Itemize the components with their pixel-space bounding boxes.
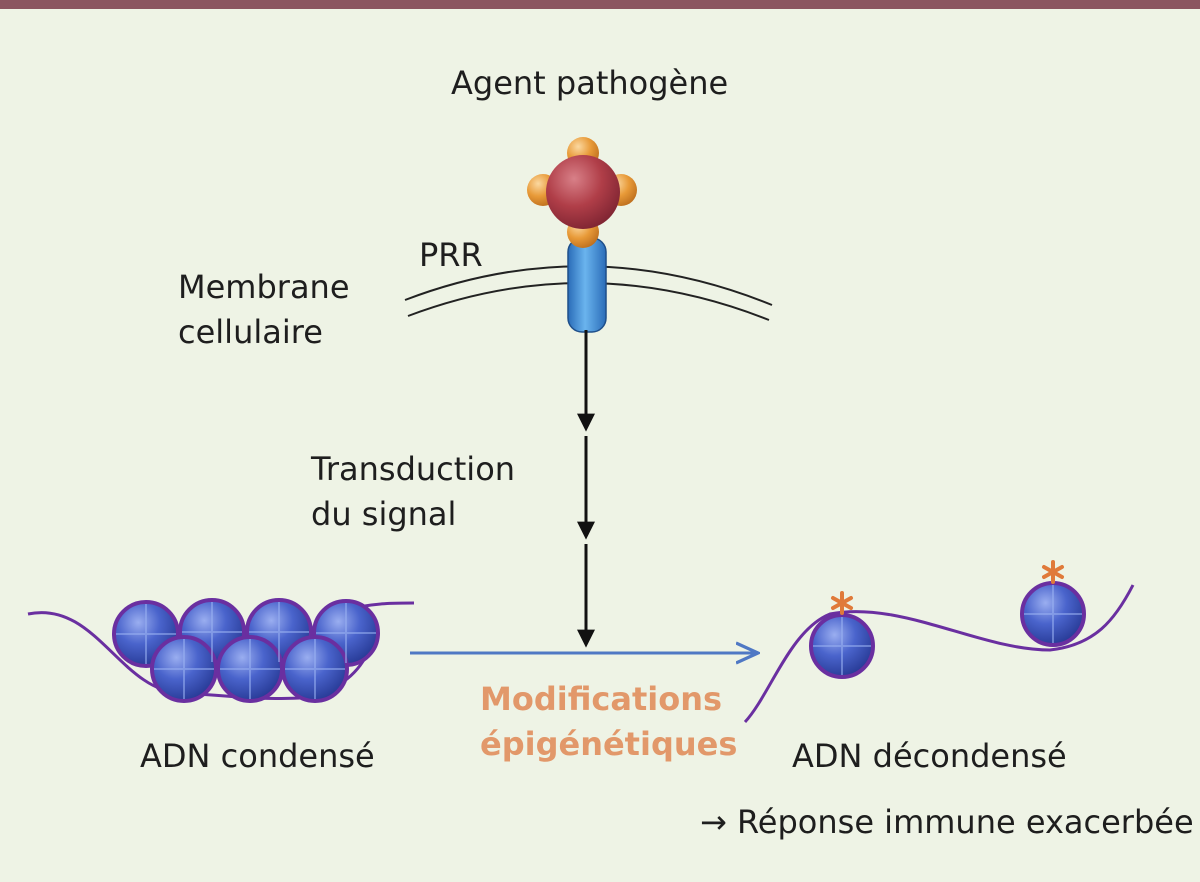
top-accent-bar [0, 0, 1200, 9]
modifications-label-line1: Modifications [480, 680, 723, 718]
modifications-label-line2: épigénétiques [480, 725, 738, 764]
transduction-label: Transduction du signal [311, 447, 515, 538]
condensed-dna-label: ADN condensé [140, 737, 375, 775]
decondensed-dna [743, 560, 1135, 724]
prr-label: PRR [419, 236, 483, 274]
membrane-label-line1: Membrane [178, 268, 350, 306]
condensed-dna [27, 598, 415, 703]
pathogen-sphere-icon [527, 137, 637, 248]
transduction-label-line2: du signal [311, 495, 457, 534]
immune-response-label: → Réponse immune exacerbée [700, 800, 1194, 845]
immune-response-text: Réponse immune exacerbée [736, 803, 1194, 841]
modifications-label: Modifications épigénétiques [480, 677, 737, 768]
membrane-label: Membrane cellulaire [178, 265, 350, 356]
decondensed-dna-label: ADN décondensé [792, 737, 1067, 775]
epigenetic-mark-icon [831, 591, 853, 615]
prr-receptor-icon [567, 237, 607, 333]
arrow-right-icon: → [700, 803, 727, 841]
transduction-label-line1: Transduction [311, 450, 516, 488]
membrane-label-line2: cellulaire [178, 313, 323, 352]
epigenetic-mark-icon [1042, 560, 1064, 584]
pathogen-label: Agent pathogène [451, 64, 729, 102]
